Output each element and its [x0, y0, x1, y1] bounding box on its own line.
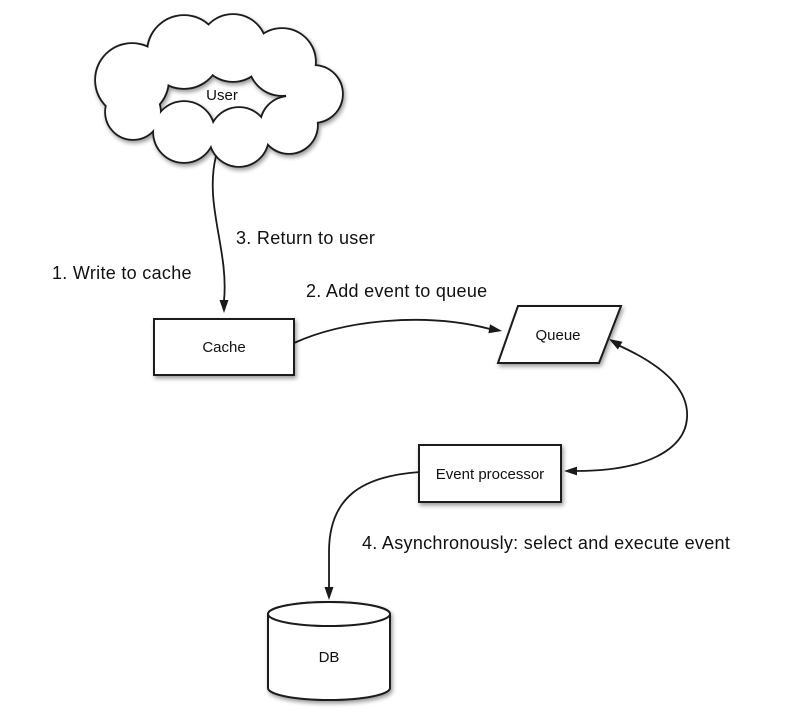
node-user — [94, 13, 344, 168]
node-event-processor — [418, 444, 562, 503]
node-label-db: DB — [319, 649, 340, 666]
cache-box — [153, 318, 295, 376]
queue-parallelogram — [496, 305, 623, 364]
node-cache — [153, 318, 295, 376]
edge-line — [328, 471, 421, 589]
node-label-queue: Queue — [535, 327, 580, 344]
edge-user-to-cache — [211, 155, 229, 313]
annotation-step4: 4. Asynchronously: select and execute ev… — [362, 533, 730, 553]
edge-cache-to-queue — [293, 319, 502, 344]
edge-event-processor-to-db — [324, 471, 421, 600]
event-processor-box — [418, 444, 562, 503]
node-label-event-processor: Event processor — [436, 466, 544, 483]
arrowhead-icon — [609, 339, 623, 350]
node-label-cache: Cache — [202, 339, 245, 356]
arrowhead-icon — [324, 587, 334, 600]
edge-line — [211, 155, 226, 302]
edge-queue-event-processor — [564, 339, 688, 476]
annotation-step2: 2. Add event to queue — [306, 281, 487, 301]
annotation-step1: 1. Write to cache — [52, 263, 192, 283]
edge-line — [293, 319, 491, 344]
arrowhead-icon — [488, 324, 502, 334]
node-db — [267, 601, 391, 701]
arrowhead-icon — [564, 466, 577, 476]
annotation-step3: 3. Return to user — [236, 228, 375, 248]
cloud-fill — [96, 15, 342, 166]
db-cylinder-top — [267, 601, 391, 627]
edge-line — [576, 345, 688, 472]
node-label-user: User — [206, 87, 238, 104]
node-queue — [496, 305, 623, 364]
arrowhead-icon — [219, 300, 229, 313]
